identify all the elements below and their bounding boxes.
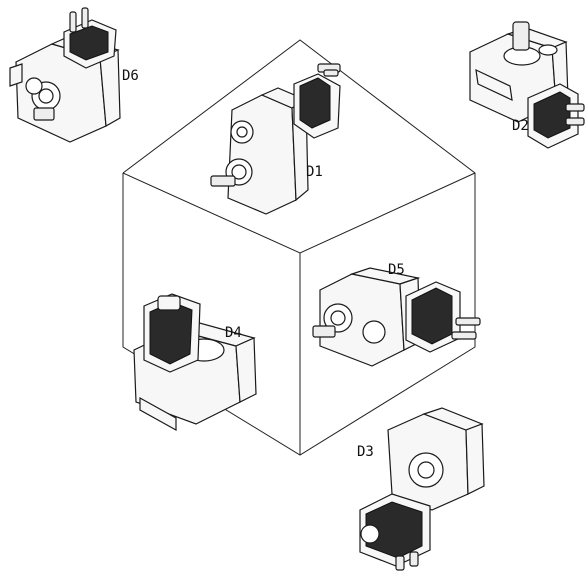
label-d3: D3: [357, 444, 374, 460]
label-d2: D2: [512, 118, 529, 134]
gearmotor-d6: [9, 7, 121, 143]
label-d5: D5: [388, 262, 405, 278]
gearmotor-d2: [469, 21, 585, 149]
gearmotor-d1: [210, 63, 341, 215]
gearmotor-d3: [359, 407, 485, 571]
label-d6: D6: [122, 68, 139, 84]
reference-cube: [122, 39, 476, 456]
label-d4: D4: [225, 325, 242, 341]
gearmotor-d5: [312, 267, 481, 367]
gearmotor-d4: [133, 293, 257, 432]
label-d1: D1: [306, 164, 323, 180]
